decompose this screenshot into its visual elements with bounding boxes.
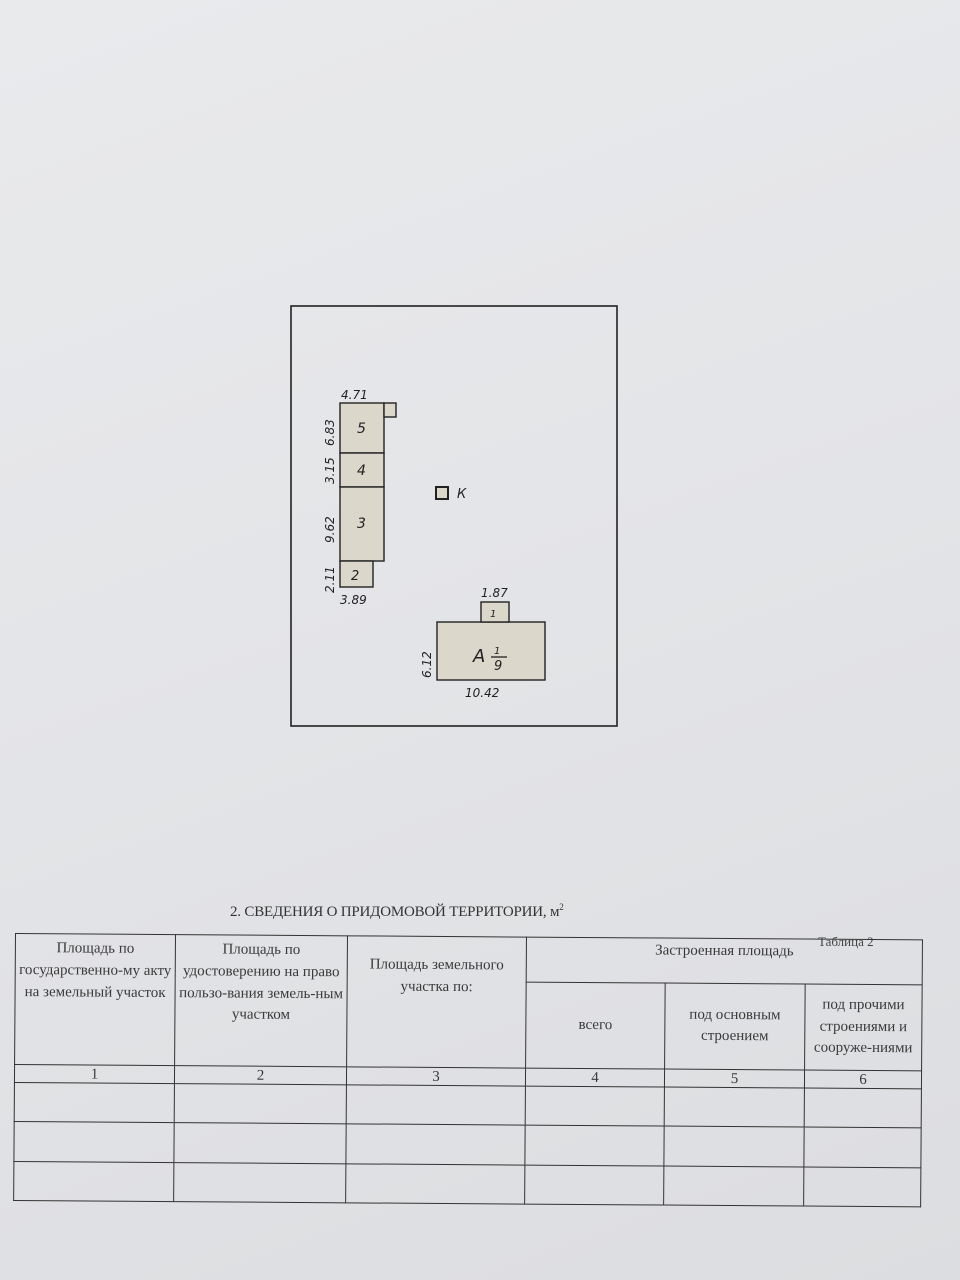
column-number: 5 <box>664 1069 805 1088</box>
table-label: Таблица 2 <box>818 934 874 949</box>
column-number: 2 <box>174 1066 347 1085</box>
header-main-building: под основным строением <box>664 982 806 1071</box>
table-row <box>13 1161 921 1207</box>
floors-fraction-bottom: 9 <box>494 659 502 674</box>
room-3 <box>339 486 385 562</box>
column-number: 6 <box>804 1070 922 1089</box>
header-state-act-area: Площадь по государственно-му акту на зем… <box>14 933 176 1067</box>
dim-room-3: 9.62 <box>323 516 337 543</box>
well-label: К <box>457 487 467 502</box>
site-plan: 4.71 5 4 3 2 6.83 3.15 9.62 2.11 3.89 К … <box>290 305 618 727</box>
room-3-label: 3 <box>357 516 366 532</box>
plot-boundary <box>290 305 618 727</box>
room-5-annex <box>383 402 397 418</box>
well-icon <box>435 486 449 500</box>
building-letter: А <box>472 646 485 667</box>
territory-table: Площадь по государственно-му акту на зем… <box>13 933 923 1207</box>
floors-fraction-top: 1 <box>494 646 500 657</box>
dim-width: 10.42 <box>465 686 499 700</box>
header-land-plot-area: Площадь земельного участка по: <box>346 935 527 1069</box>
dim-room-2: 2.11 <box>323 566 337 593</box>
header-other-structures: под прочими строениями и сооруже-ниями <box>804 983 923 1072</box>
table-row <box>14 1082 922 1128</box>
header-certificate-area: Площадь по удостоверению на право пользо… <box>174 934 348 1068</box>
column-number: 3 <box>346 1067 526 1086</box>
table-row <box>13 1121 922 1168</box>
annex-label: 1 <box>490 609 496 620</box>
dim-room-4: 3.15 <box>323 457 337 484</box>
annex-1 <box>480 601 510 623</box>
dim-annex-width: 1.87 <box>481 586 508 600</box>
header-total: всего <box>525 981 666 1070</box>
room-5-label: 5 <box>357 421 366 437</box>
column-number: 4 <box>525 1068 665 1087</box>
dim-bottom-width: 3.89 <box>340 593 367 607</box>
dim-top-width: 4.71 <box>341 388 368 402</box>
section-title: 2. СВЕДЕНИЯ О ПРИДОМОВОЙ ТЕРРИТОРИИ, м2 <box>230 902 564 920</box>
main-building <box>436 621 546 681</box>
room-4-label: 4 <box>357 463 366 479</box>
column-number: 1 <box>14 1064 175 1084</box>
dim-depth: 6.12 <box>420 651 434 678</box>
dim-room-5: 6.83 <box>323 419 337 446</box>
header-built-area: Застроенная площадь <box>526 937 923 985</box>
room-2-label: 2 <box>351 569 359 584</box>
room-2 <box>339 560 374 588</box>
